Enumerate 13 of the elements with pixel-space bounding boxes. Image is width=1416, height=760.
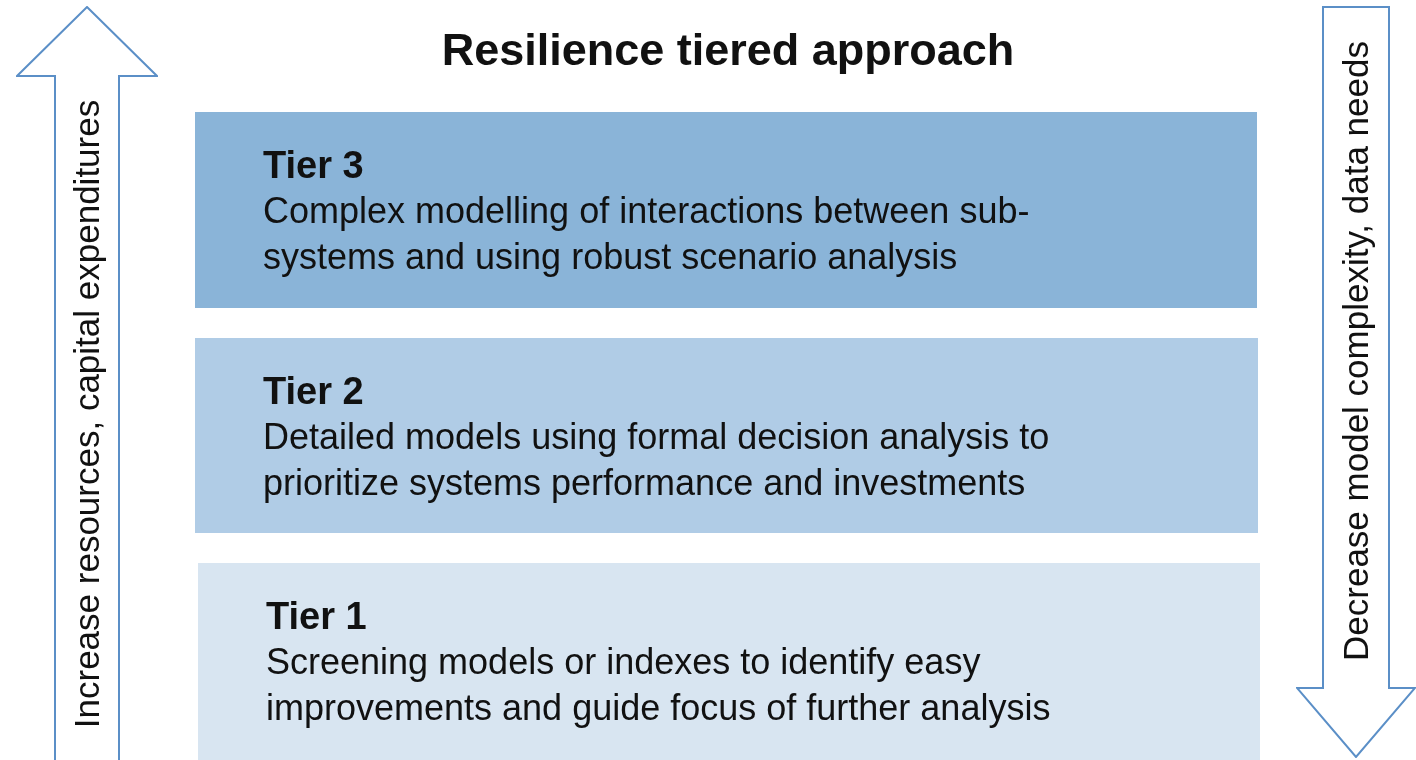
down-arrow — [1296, 6, 1416, 758]
tier-box — [195, 338, 1258, 533]
tier-heading: Tier 3 — [263, 144, 364, 186]
tier-description: Screening models or indexes to identify easy improvements and guide focus of further analysis — [266, 640, 1052, 730]
up-arrow — [16, 6, 158, 760]
tier-heading: Tier 2 — [263, 370, 364, 412]
tier-box — [198, 563, 1260, 760]
arrow-label: Decrease model complexity, data needs — [1336, 41, 1376, 661]
tier-description: Complex modelling of interactions between sub-systems and using robust scenario analysis — [263, 189, 1031, 279]
tier-heading: Tier 1 — [266, 595, 367, 637]
tier-box — [195, 112, 1257, 308]
arrow-label: Increase resources, capital expenditures — [67, 99, 108, 729]
tier-description: Detailed models using formal decision analysis to prioritize systems performance and investments — [263, 415, 1051, 505]
